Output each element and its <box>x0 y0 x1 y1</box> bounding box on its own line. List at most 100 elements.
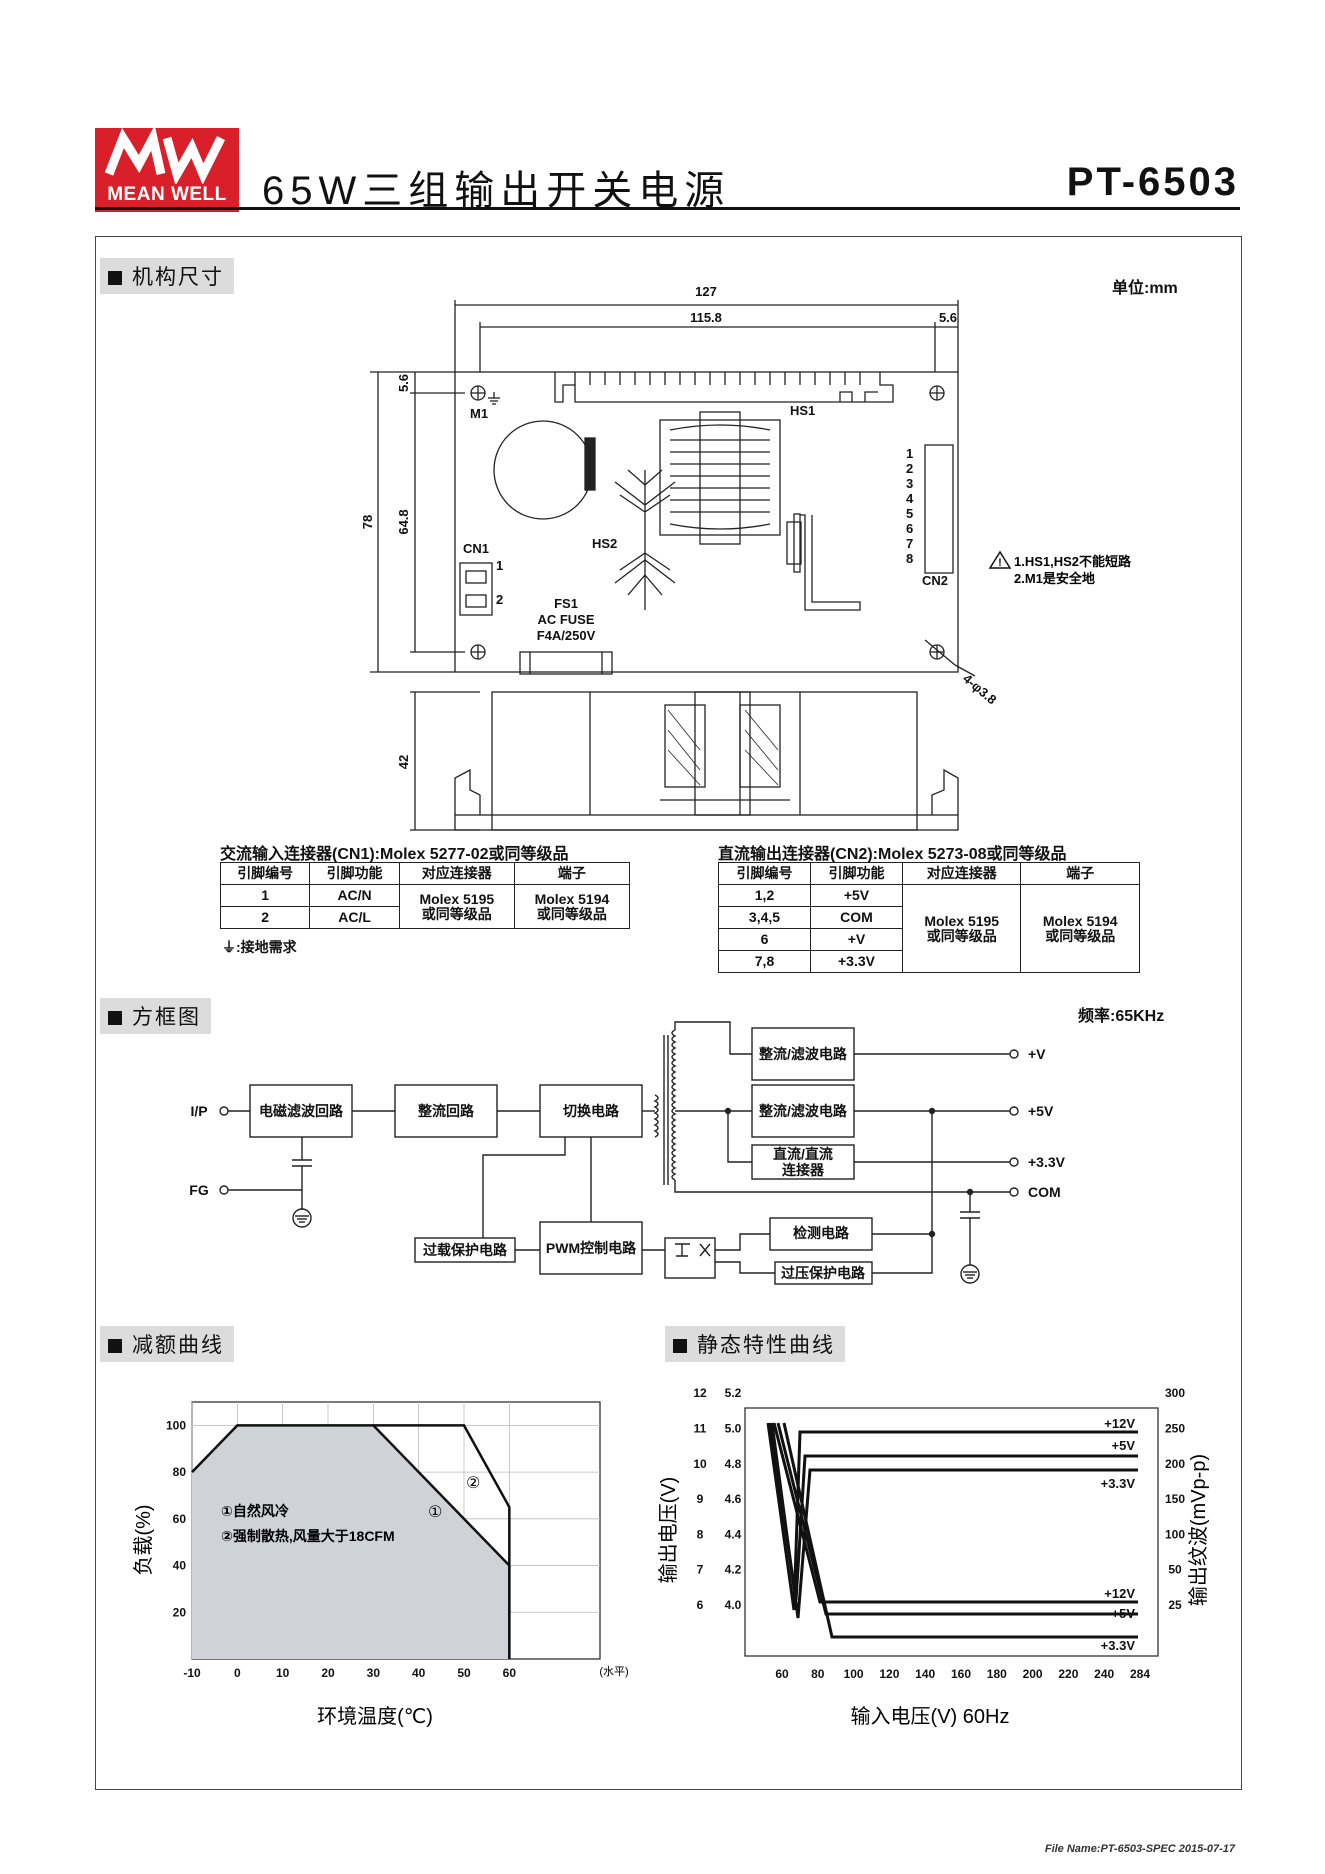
out-5v-label: +5V <box>1028 1103 1054 1119</box>
x-tick-label: 10 <box>276 1666 290 1680</box>
y-tick-5v: 4.2 <box>725 1563 742 1577</box>
label-fuse-rating: F4A/250V <box>537 628 596 643</box>
cn2-pin-1: 1 <box>906 446 913 461</box>
x-tick-label: 240 <box>1094 1667 1114 1681</box>
y-tick-12v: 8 <box>697 1527 704 1541</box>
pin-number: 7,8 <box>718 950 811 973</box>
table-row: 2 AC/L <box>219 906 630 929</box>
table-row: 1,2 +5V Molex 5195 或同等级品 Molex 5194 或同等级… <box>718 884 1140 973</box>
voltage-curve <box>770 1422 1138 1619</box>
label-hs1: HS1 <box>790 403 815 418</box>
label-hs2: HS2 <box>592 536 617 551</box>
y2-tick: 300 <box>1165 1386 1185 1400</box>
table-header: 对应连接器 <box>398 862 515 885</box>
out-com-label: COM <box>1028 1184 1061 1200</box>
y2-tick: 150 <box>1165 1492 1185 1506</box>
dcdc-block-line1: 直流/直流 <box>773 1146 833 1162</box>
out-v-label: +V <box>1028 1046 1046 1062</box>
y-tick-12v: 6 <box>697 1598 704 1612</box>
static-ylabel: 输出电压(V) <box>657 1477 680 1584</box>
ground-note: ⏚:接地需求 <box>222 939 297 955</box>
x-tick-label: 180 <box>987 1667 1007 1681</box>
cn2-pin-8: 8 <box>906 551 913 566</box>
cn2-title: 直流输出连接器(CN2):Molex 5273-08或同等级品 <box>718 846 1067 863</box>
x-tick-label: 200 <box>1023 1667 1043 1681</box>
table-header-row: 引脚编号 引脚功能 对应连接器 端子 <box>219 862 631 885</box>
mating-connector: Molex 5195 或同等级品 <box>398 884 515 929</box>
y-tick-5v: 4.6 <box>725 1492 742 1506</box>
label-cn1: CN1 <box>463 541 489 556</box>
x-tick-label: 60 <box>503 1666 517 1680</box>
table-row: 1 AC/N Molex 5195 或同等级品 Molex 5194 或同等级品 <box>219 884 631 929</box>
static-plot-frame <box>744 1407 1159 1657</box>
pin-function: +3.3V <box>810 950 903 973</box>
voltage-curve <box>766 1422 1138 1611</box>
file-footer: File Name:PT-6503-SPEC 2015-07-17 <box>1044 1843 1235 1855</box>
y-tick-label: 60 <box>173 1512 187 1526</box>
cn1-table: 引脚编号 引脚功能 对应连接器 端子 1 AC/N Molex 5195 或同等… <box>219 862 631 929</box>
y-tick-label: 40 <box>173 1559 187 1573</box>
cn2-pin-2: 2 <box>906 461 913 476</box>
voltage-series-label: +5V <box>1112 1438 1136 1453</box>
y-tick-5v: 4.0 <box>725 1598 742 1612</box>
label-fuse-type: AC FUSE <box>537 612 594 627</box>
y2-tick: 50 <box>1168 1563 1182 1577</box>
x-tick-label: -10 <box>183 1666 201 1680</box>
label-fs1: FS1 <box>554 596 578 611</box>
table-row: 7,8 +3.3V <box>718 950 1140 973</box>
cn2-pin-3: 3 <box>906 476 913 491</box>
dcdc-block-line2: 连接器 <box>782 1162 825 1178</box>
logo-text: MEAN WELL <box>107 184 227 205</box>
pwm-block: PWM控制电路 <box>546 1240 637 1256</box>
x-tick-label: 284 <box>1130 1667 1150 1681</box>
y-tick-5v: 5.2 <box>725 1386 742 1400</box>
derating-xlabel: 环境温度(℃) <box>317 1705 433 1728</box>
x-tick-label: 30 <box>367 1666 381 1680</box>
static-section-title: 静态特性曲线 <box>665 1326 845 1362</box>
x-tick-label: 100 <box>844 1667 864 1681</box>
header-rule <box>95 207 1240 210</box>
warning-icon: ! <box>988 550 1012 569</box>
spec-frame <box>95 236 1242 1790</box>
ripple-series-label: +12V <box>1104 1586 1135 1601</box>
x-tick-label: 140 <box>915 1667 935 1681</box>
derating-x-unit: (水平) <box>599 1665 628 1678</box>
dim-inner-width: 115.8 <box>690 310 722 325</box>
olp-block: 过载保护电路 <box>423 1242 508 1258</box>
mating-connector: Molex 5195 或同等级品 <box>901 884 1022 973</box>
y-tick-5v: 4.8 <box>725 1457 742 1471</box>
cn2-pin-6: 6 <box>906 521 913 536</box>
block-section-title: 方框图 <box>100 998 211 1034</box>
y-tick-5v: 5.0 <box>725 1422 742 1436</box>
cn1-title: 交流输入连接器(CN1):Molex 5277-02或同等级品 <box>220 846 569 863</box>
ripple-series-label: +5V <box>1112 1606 1136 1621</box>
pin-function: +V <box>810 928 903 951</box>
pin-function: +5V <box>810 884 903 907</box>
derating-marker-2: ② <box>466 1475 480 1492</box>
note-1: 1.HS1,HS2不能短路 <box>1014 554 1132 569</box>
y2-tick: 25 <box>1168 1598 1182 1612</box>
x-tick-label: 40 <box>412 1666 426 1680</box>
ovp-block: 过压保护电路 <box>781 1265 866 1281</box>
switching-block: 切换电路 <box>563 1103 620 1119</box>
derating-line-forced <box>373 1424 511 1659</box>
out-33v-label: +3.3V <box>1028 1154 1066 1170</box>
derating-marker-1: ① <box>428 1504 442 1521</box>
dim-height: 78 <box>360 515 375 529</box>
x-tick-label: 0 <box>234 1666 241 1680</box>
ip-label: I/P <box>190 1103 207 1119</box>
y-tick-12v: 7 <box>697 1563 704 1577</box>
y2-tick: 200 <box>1165 1457 1185 1471</box>
x-tick-label: 220 <box>1058 1667 1078 1681</box>
cn1-pin-2: 2 <box>496 592 503 607</box>
block-diagram: I/P FG 电磁滤波回路 整流回路 切换电路 PWM控制电路 过载保护电路 整… <box>189 1021 1066 1285</box>
dim-width: 127 <box>695 284 717 299</box>
cn2-pin-4: 4 <box>906 491 914 506</box>
cn2-pin-7: 7 <box>906 536 913 551</box>
model-number: PT-6503 <box>1066 160 1239 204</box>
mw-logo-icon <box>104 125 226 186</box>
unit-label: 单位:mm <box>1112 280 1178 297</box>
x-tick-label: 60 <box>775 1667 789 1681</box>
